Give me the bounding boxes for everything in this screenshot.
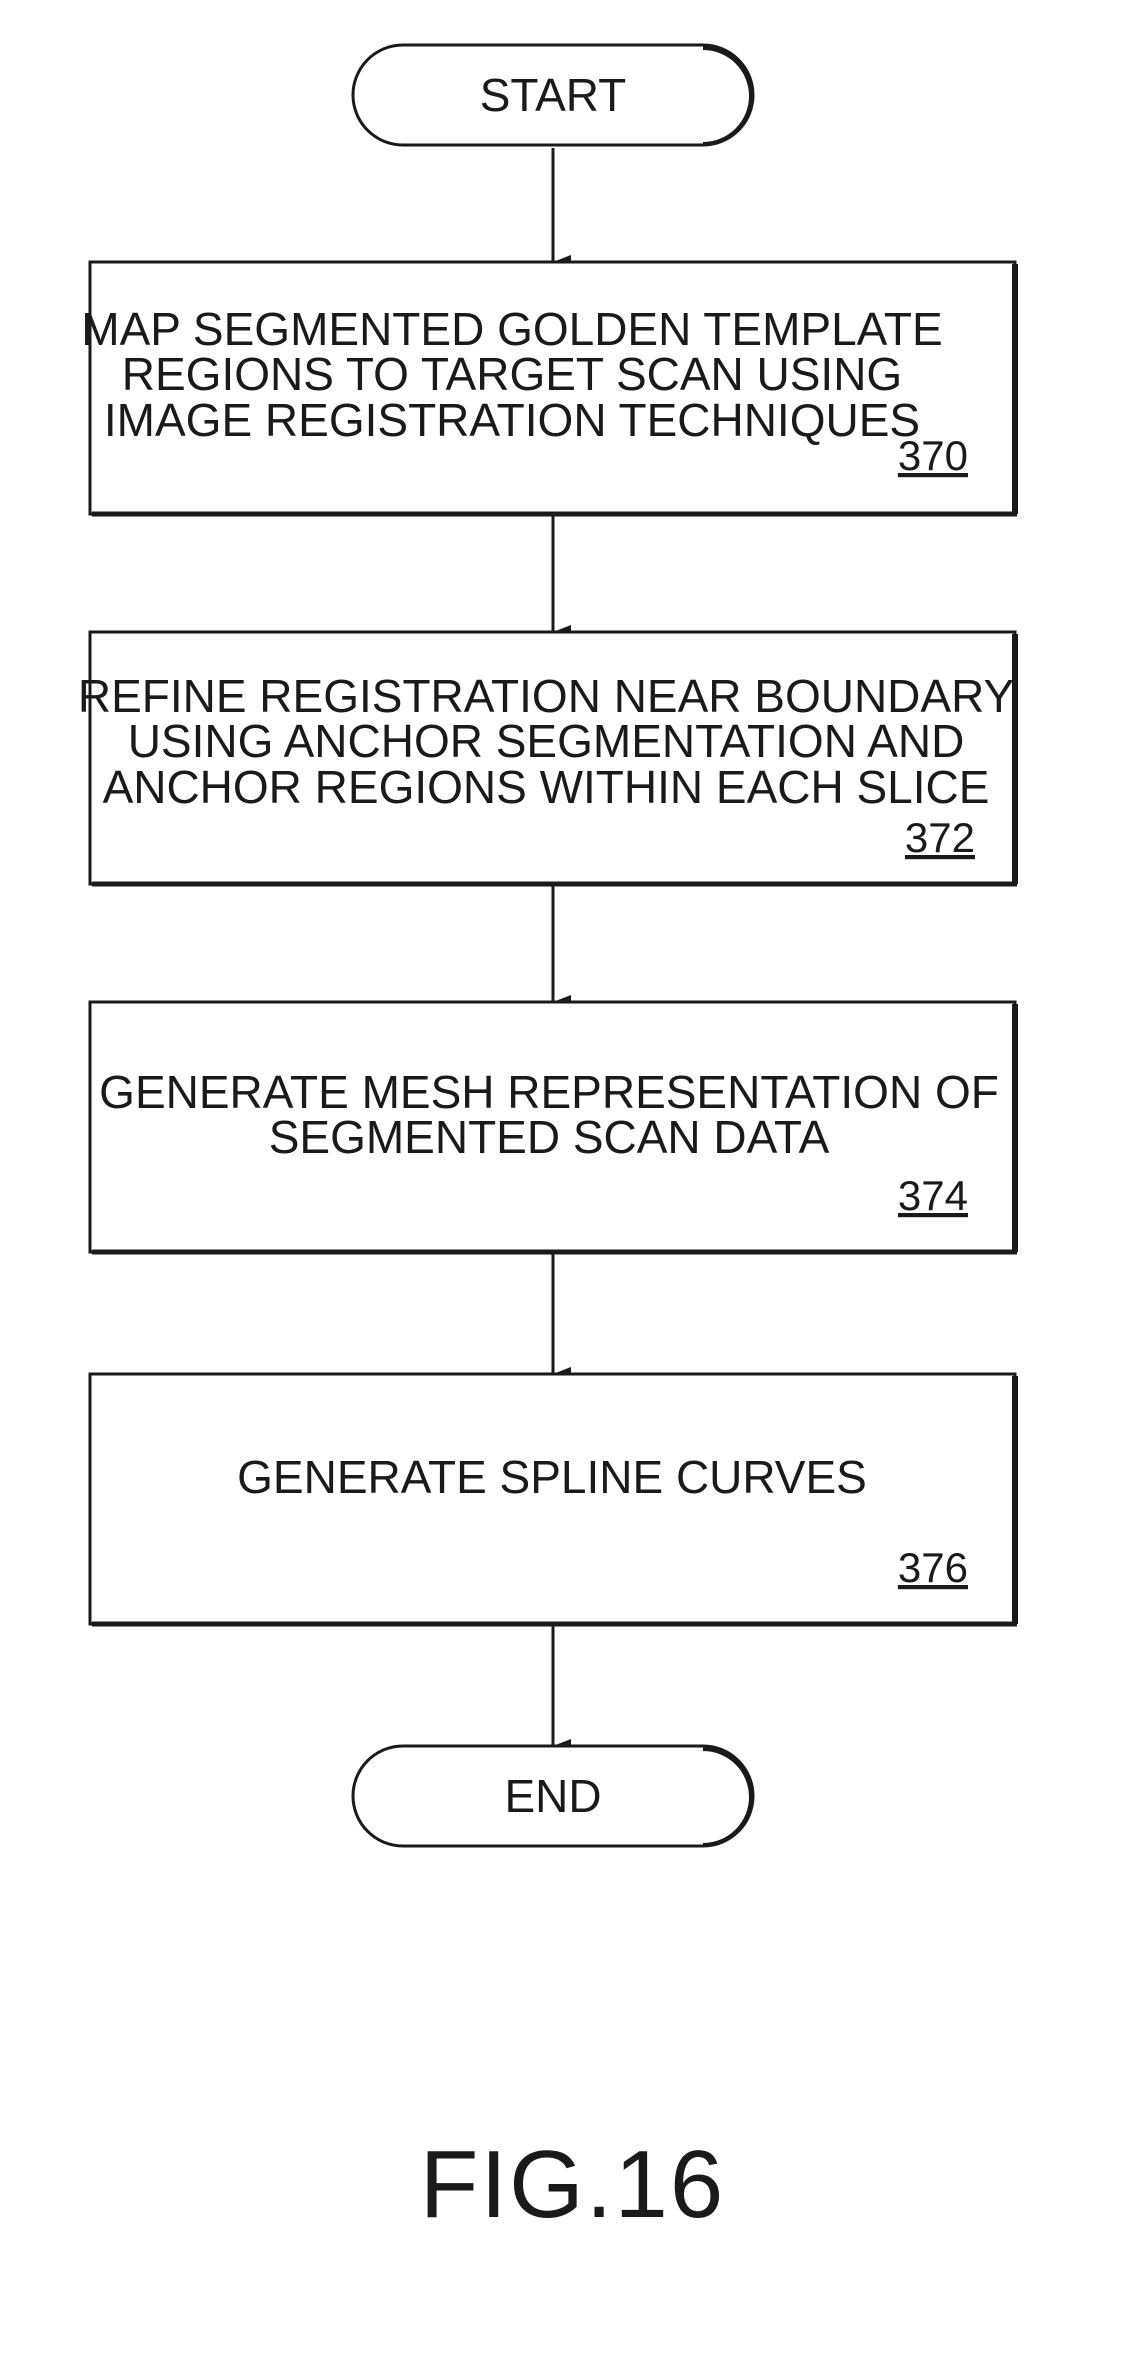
start-terminal: START xyxy=(353,45,753,145)
step-376-ref: 376 xyxy=(898,1544,968,1591)
process-box-370: MAP SEGMENTED GOLDEN TEMPLATE REGIONS TO… xyxy=(81,262,1017,514)
step-370-line-2: REGIONS TO TARGET SCAN USING xyxy=(122,348,902,400)
process-box-372: REFINE REGISTRATION NEAR BOUNDARY USING … xyxy=(78,632,1017,884)
step-372-ref: 372 xyxy=(905,814,975,861)
step-370-line-3: IMAGE REGISTRATION TECHNIQUES xyxy=(104,394,920,446)
start-label: START xyxy=(480,69,627,121)
step-372-line-2: USING ANCHOR SEGMENTATION AND xyxy=(128,715,965,767)
step-372-line-3: ANCHOR REGIONS WITHIN EACH SLICE xyxy=(103,761,990,813)
step-374-line-2: SEGMENTED SCAN DATA xyxy=(269,1111,830,1163)
step-370-ref: 370 xyxy=(898,432,968,479)
process-box-374: GENERATE MESH REPRESENTATION OF SEGMENTE… xyxy=(90,1002,1017,1252)
process-box-376: GENERATE SPLINE CURVES 376 xyxy=(90,1374,1017,1624)
step-374-ref: 374 xyxy=(898,1172,968,1219)
end-label: END xyxy=(504,1770,601,1822)
figure-caption: FIG.16 xyxy=(0,2130,1145,2240)
step-376-line-1: GENERATE SPLINE CURVES xyxy=(237,1451,867,1503)
end-terminal: END xyxy=(353,1746,753,1846)
